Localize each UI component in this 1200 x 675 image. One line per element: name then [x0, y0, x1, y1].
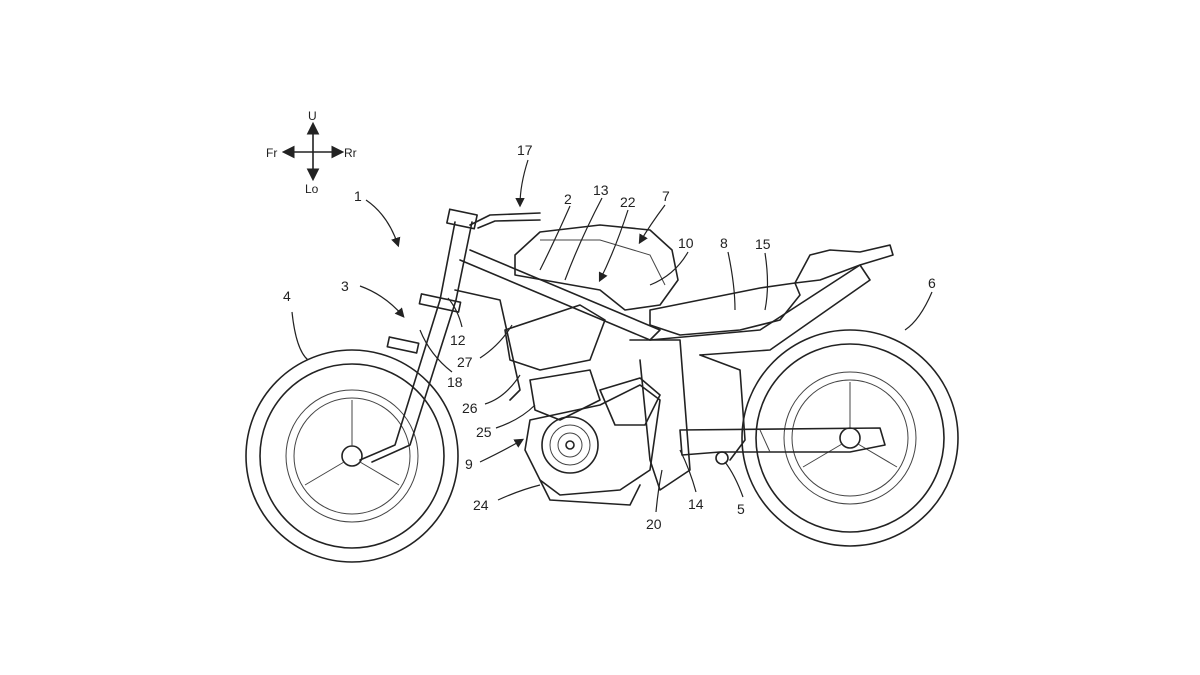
label-rear-wheel: 6 — [928, 275, 936, 291]
swing-arm — [679, 427, 886, 465]
label-seat: 8 — [720, 235, 728, 251]
direction-up-label: U — [308, 109, 317, 123]
seat — [649, 244, 894, 336]
body-frame — [454, 249, 871, 491]
label-15: 15 — [755, 236, 771, 252]
direction-low-label: Lo — [305, 182, 319, 196]
direction-compass: U Fr Rr Lo — [266, 109, 357, 196]
label-12: 12 — [450, 332, 466, 348]
label-swing-arm: 5 — [737, 501, 745, 517]
engine — [504, 304, 661, 506]
label-26: 26 — [462, 400, 478, 416]
label-body-frame: 2 — [564, 191, 572, 207]
label-13: 13 — [593, 182, 609, 198]
direction-front-label: Fr — [266, 146, 277, 160]
fuel-tank — [514, 224, 679, 311]
label-20: 20 — [646, 516, 662, 532]
label-18: 18 — [447, 374, 463, 390]
label-fuel-tank: 7 — [662, 188, 670, 204]
leader-lines — [291, 159, 933, 513]
label-engine: 9 — [465, 456, 473, 472]
reference-numerals: 1 2 3 4 5 6 7 8 9 10 12 13 14 15 17 18 2… — [283, 142, 936, 532]
label-25: 25 — [476, 424, 492, 440]
rear-wheel — [741, 329, 959, 547]
label-27: 27 — [457, 354, 473, 370]
label-24: 24 — [473, 497, 489, 513]
label-22: 22 — [620, 194, 636, 210]
direction-rear-label: Rr — [344, 146, 357, 160]
label-motorcycle: 1 — [354, 188, 362, 204]
front-wheel — [245, 349, 459, 563]
handlebar — [469, 212, 541, 229]
label-front-wheel: 4 — [283, 288, 291, 304]
label-front-fork: 3 — [341, 278, 349, 294]
label-handlebar: 17 — [517, 142, 533, 158]
label-10: 10 — [678, 235, 694, 251]
label-14: 14 — [688, 496, 704, 512]
